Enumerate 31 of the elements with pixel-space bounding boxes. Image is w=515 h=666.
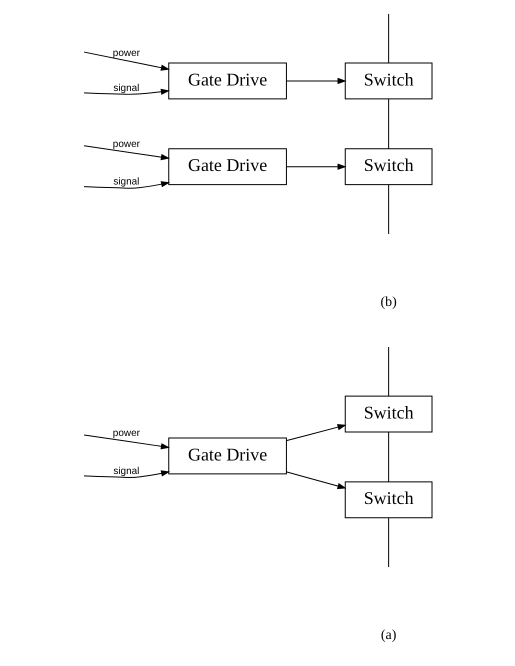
node-box: Switch xyxy=(344,396,432,432)
arrow xyxy=(286,78,347,84)
node-box: Gate Drive xyxy=(168,148,287,186)
arrow xyxy=(84,181,170,189)
connector xyxy=(388,98,390,150)
arrow xyxy=(286,164,347,170)
node-box: Gate Drive xyxy=(168,62,287,100)
edge-label: power xyxy=(112,428,140,439)
arrow xyxy=(84,434,170,450)
node-box: Gate Drive xyxy=(168,437,287,474)
edge-label: power xyxy=(112,48,140,60)
arrow xyxy=(286,424,346,442)
connector xyxy=(388,184,390,234)
connector xyxy=(388,346,390,397)
connector xyxy=(388,432,390,482)
label: (a) xyxy=(380,628,396,644)
label: (b) xyxy=(380,295,397,310)
arrow xyxy=(84,52,170,71)
node-box: Switch xyxy=(344,481,432,518)
edge-label: signal xyxy=(113,466,140,477)
connector xyxy=(388,13,390,64)
arrow xyxy=(84,145,170,160)
node-box: Switch xyxy=(344,62,432,100)
node-box: Switch xyxy=(344,148,432,186)
connector xyxy=(388,517,390,568)
edge-label: signal xyxy=(113,82,140,94)
edge-label: signal xyxy=(113,176,140,188)
arrow xyxy=(84,88,170,95)
arrow xyxy=(286,471,346,490)
arrow xyxy=(84,470,170,478)
edge-label: power xyxy=(112,138,140,150)
